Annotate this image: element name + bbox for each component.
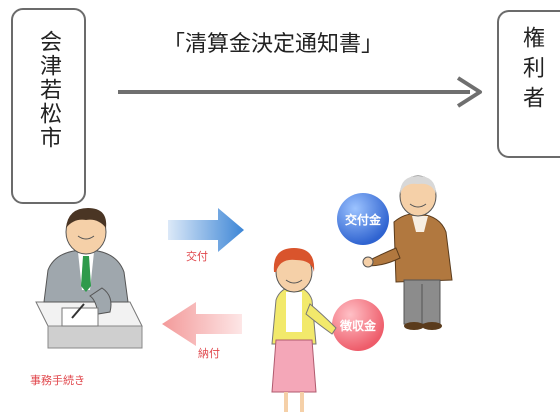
clerk-caption: 事務手続き bbox=[30, 373, 85, 387]
rights-holder-box bbox=[497, 10, 560, 158]
notice-title: 「清算金決定通知書」 bbox=[163, 32, 384, 57]
elderly-man-icon bbox=[362, 175, 453, 330]
collection-bubble: 徴収金 bbox=[332, 299, 384, 351]
city-label: 会津若松市 bbox=[36, 30, 61, 150]
woman-icon bbox=[271, 248, 337, 412]
pay-arrow-icon bbox=[168, 208, 244, 252]
collection-bubble-label: 徴収金 bbox=[339, 318, 377, 333]
payment-bubble: 交付金 bbox=[337, 193, 389, 245]
city-box bbox=[11, 8, 86, 204]
main-arrow bbox=[118, 76, 482, 108]
collect-arrow-icon bbox=[162, 302, 242, 346]
pay-arrow-label: 交付 bbox=[186, 249, 208, 263]
rights-holder-label: 権利者 bbox=[519, 26, 544, 116]
payment-bubble-label: 交付金 bbox=[345, 212, 382, 227]
collect-arrow-label: 納付 bbox=[198, 347, 220, 360]
clerk-icon bbox=[35, 208, 143, 349]
